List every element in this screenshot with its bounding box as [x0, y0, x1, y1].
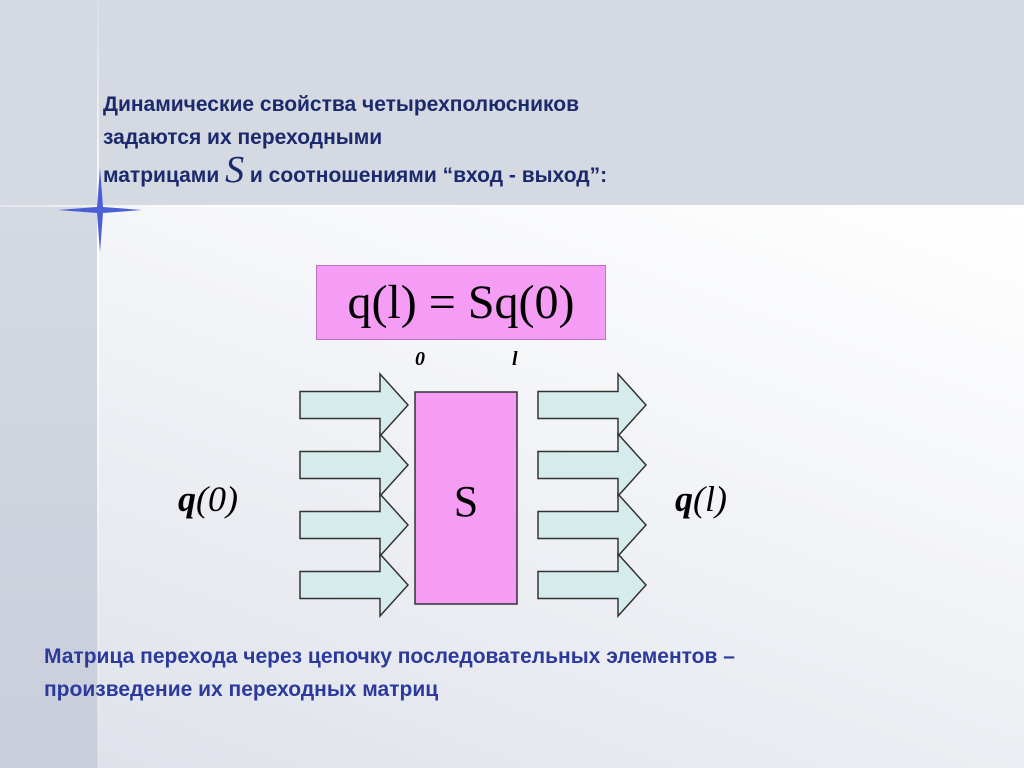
header-line-1: Динамические свойства четырехполюсников	[103, 93, 579, 116]
input-arrows	[299, 372, 410, 618]
input-boundary-label: 0	[415, 348, 425, 370]
output-boundary-label: l	[512, 348, 518, 370]
output-arrow-3	[537, 492, 648, 558]
output-arrow-2	[537, 432, 648, 498]
slide-footer: Матрица перехода через цепочку последова…	[44, 640, 1004, 706]
matrix-block-label: S	[454, 477, 478, 526]
output-arrow-1	[537, 372, 648, 438]
sparkle-icon	[58, 168, 142, 252]
left-band-background	[0, 207, 98, 768]
header-line-2: задаются их переходными	[103, 126, 383, 149]
matrix-symbol: S	[225, 149, 245, 191]
header-background	[0, 0, 1024, 207]
header-line-3-pre: матрицами	[103, 164, 226, 187]
footer-line-2: произведение их переходных матриц	[44, 678, 439, 701]
input-arrow-1	[299, 372, 410, 438]
input-arrow-3	[299, 492, 410, 558]
output-arrow-4	[537, 552, 648, 618]
input-arrow-4	[299, 552, 410, 618]
header-line-3-post: и соотношениями “вход - выход”:	[244, 164, 608, 187]
footer-line-1: Матрица перехода через цепочку последова…	[44, 645, 735, 668]
header-line-3: матрицами S и соотношениями “вход - выхо…	[103, 151, 903, 192]
matrix-block	[414, 391, 518, 605]
output-vector-symbol: q	[675, 479, 693, 519]
input-vector-label: q(0)	[178, 478, 238, 520]
output-arrows	[537, 372, 648, 618]
output-vector-arg: (l)	[693, 479, 727, 519]
horizontal-accent-line	[0, 205, 1024, 207]
input-vector-arg: (0)	[196, 479, 238, 519]
input-vector-symbol: q	[178, 479, 196, 519]
output-vector-label: q(l)	[675, 478, 727, 520]
input-arrow-2	[299, 432, 410, 498]
vertical-accent-line	[97, 0, 99, 768]
transfer-equation: q(l) = Sq(0)	[316, 265, 606, 340]
slide-header: Динамические свойства четырехполюсников …	[103, 88, 903, 192]
